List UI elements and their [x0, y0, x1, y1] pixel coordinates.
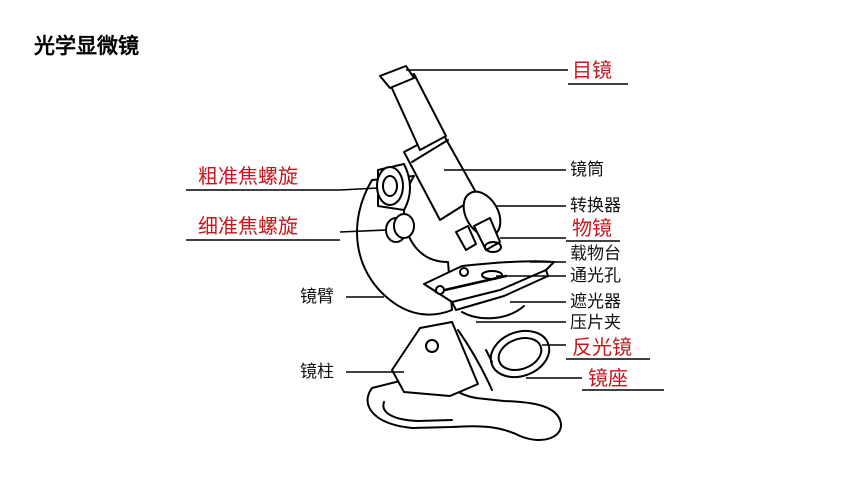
label-tube: 镜筒	[570, 160, 604, 180]
label-coarse-focus: 粗准焦螺旋	[198, 164, 298, 188]
label-eyepiece: 目镜	[572, 58, 612, 82]
label-aperture: 通光孔	[570, 266, 621, 286]
stage-clip	[434, 274, 508, 294]
label-stage: 载物台	[570, 244, 621, 264]
label-arm: 镜臂	[300, 287, 334, 307]
label-diaphragm: 遮光器	[570, 292, 621, 312]
label-clip: 压片夹	[570, 313, 621, 333]
stage-shape	[423, 260, 555, 303]
eyepiece-shape	[379, 65, 415, 89]
label-nosepiece: 转换器	[570, 196, 621, 216]
mirror-shape	[489, 329, 551, 379]
diaphragm-shape	[461, 305, 525, 320]
label-base: 镜座	[588, 366, 628, 390]
label-objective: 物镜	[572, 216, 612, 240]
pillar-shape	[391, 321, 479, 397]
page-title: 光学显微镜	[34, 34, 139, 58]
label-mirror: 反光镜	[572, 335, 632, 359]
label-fine-focus: 细准焦螺旋	[198, 214, 298, 238]
label-pillar: 镜柱	[300, 362, 334, 382]
